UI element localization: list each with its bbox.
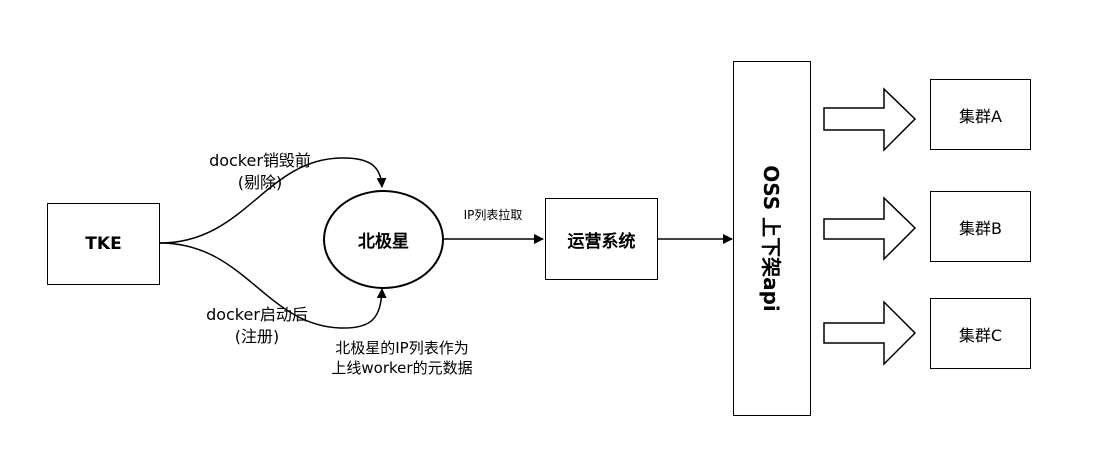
cluster-c-label: 集群C <box>958 325 1003 345</box>
after-start-line2: (注册) <box>234 327 280 346</box>
before-destroy-label: docker销毁前 (剔除) <box>190 150 330 194</box>
edge-after-start <box>159 242 387 329</box>
polaris-node: 北极星 <box>323 190 444 289</box>
after-start-line1: docker启动后 <box>206 305 308 324</box>
edge-before-destroy <box>159 157 387 244</box>
polaris-label: 北极星 <box>358 232 409 252</box>
tke-node: TKE <box>47 203 160 285</box>
ip-pull-label: IP列表拉取 <box>448 208 538 222</box>
ops-system-label: 运营系统 <box>567 231 636 252</box>
polaris-note-line1: 北极星的IP列表作为 <box>335 339 469 357</box>
before-destroy-line1: docker销毁前 <box>209 151 311 170</box>
block-arrow-a <box>823 87 917 152</box>
polaris-note-line2: 上线worker的元数据 <box>331 359 473 377</box>
cluster-b-label: 集群B <box>959 218 1002 238</box>
after-start-label: docker启动后 (注册) <box>187 304 327 348</box>
ip-pull-text: IP列表拉取 <box>463 208 523 222</box>
polaris-note: 北极星的IP列表作为 上线worker的元数据 <box>312 338 492 378</box>
block-arrow-b <box>823 196 917 261</box>
before-destroy-line2: (剔除) <box>237 173 283 192</box>
oss-api-label: OSS 上下架api <box>758 165 783 312</box>
block-arrow-c <box>823 300 917 366</box>
cluster-b-node: 集群B <box>930 191 1031 262</box>
oss-api-node: OSS 上下架api <box>733 61 811 416</box>
cluster-a-label: 集群A <box>959 106 1002 126</box>
cluster-a-node: 集群A <box>930 79 1031 150</box>
tke-label: TKE <box>85 234 122 254</box>
ops-system-node: 运营系统 <box>545 198 658 280</box>
cluster-c-node: 集群C <box>930 298 1031 369</box>
